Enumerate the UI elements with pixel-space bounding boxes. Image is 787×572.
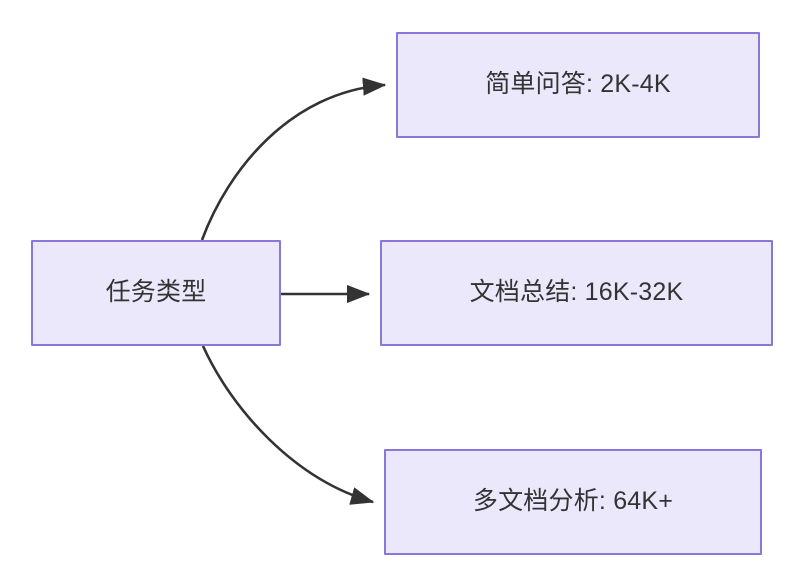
node-doc-summary-label: 文档总结: 16K-32K: [469, 278, 684, 307]
node-task-type[interactable]: 任务类型: [31, 240, 281, 346]
edge-source-to-multi-doc: [201, 345, 375, 505]
node-simple-qa[interactable]: 简单问答: 2K-4K: [396, 32, 760, 138]
node-simple-qa-label: 简单问答: 2K-4K: [485, 70, 671, 99]
edge-source-to-simple-qa: [200, 77, 387, 241]
node-task-type-label: 任务类型: [105, 278, 207, 307]
node-multi-doc[interactable]: 多文档分析: 64K+: [384, 449, 762, 555]
node-doc-summary[interactable]: 文档总结: 16K-32K: [380, 240, 773, 346]
node-multi-doc-label: 多文档分析: 64K+: [472, 487, 674, 516]
